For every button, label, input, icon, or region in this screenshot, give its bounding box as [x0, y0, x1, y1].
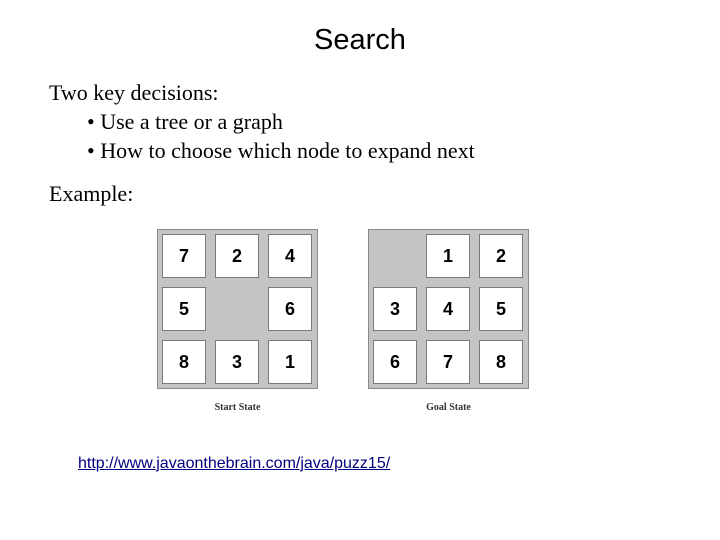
- puzzle-tile: 1: [268, 340, 312, 384]
- example-label: Example:: [49, 181, 134, 206]
- blank-tile: [215, 287, 259, 331]
- puzzle-tile: 2: [479, 234, 523, 278]
- slide-title: Search: [314, 24, 406, 56]
- puzzle-tile: 7: [426, 340, 470, 384]
- puzzle-tile: 2: [215, 234, 259, 278]
- bullet-list: Use a tree or a graph How to choose whic…: [87, 108, 475, 166]
- puzzle-tile: 8: [162, 340, 206, 384]
- puzzle-tile: 3: [215, 340, 259, 384]
- bullet-item: Use a tree or a graph: [87, 108, 475, 137]
- blank-tile: [373, 234, 417, 278]
- puzzle-tile: 7: [162, 234, 206, 278]
- start-state-board: 7 2 4 5 6 8 3 1: [157, 229, 318, 389]
- puzzle-tile: 6: [268, 287, 312, 331]
- puzzle-tile: 5: [479, 287, 523, 331]
- puzzle-tile: 1: [426, 234, 470, 278]
- goal-state-board: 1 2 3 4 5 6 7 8: [368, 229, 529, 389]
- intro-text: Two key decisions:: [49, 80, 219, 105]
- puzzle-tile: 4: [426, 287, 470, 331]
- start-state-caption: Start State: [214, 402, 261, 413]
- puzzle-tile: 8: [479, 340, 523, 384]
- puzzle-link[interactable]: http://www.javaonthebrain.com/java/puzz1…: [78, 455, 391, 472]
- bullet-item: How to choose which node to expand next: [87, 137, 475, 166]
- puzzle-tile: 5: [162, 287, 206, 331]
- puzzle-tile: 4: [268, 234, 312, 278]
- goal-state-caption: Goal State: [426, 402, 471, 413]
- puzzle-tile: 6: [373, 340, 417, 384]
- puzzle-tile: 3: [373, 287, 417, 331]
